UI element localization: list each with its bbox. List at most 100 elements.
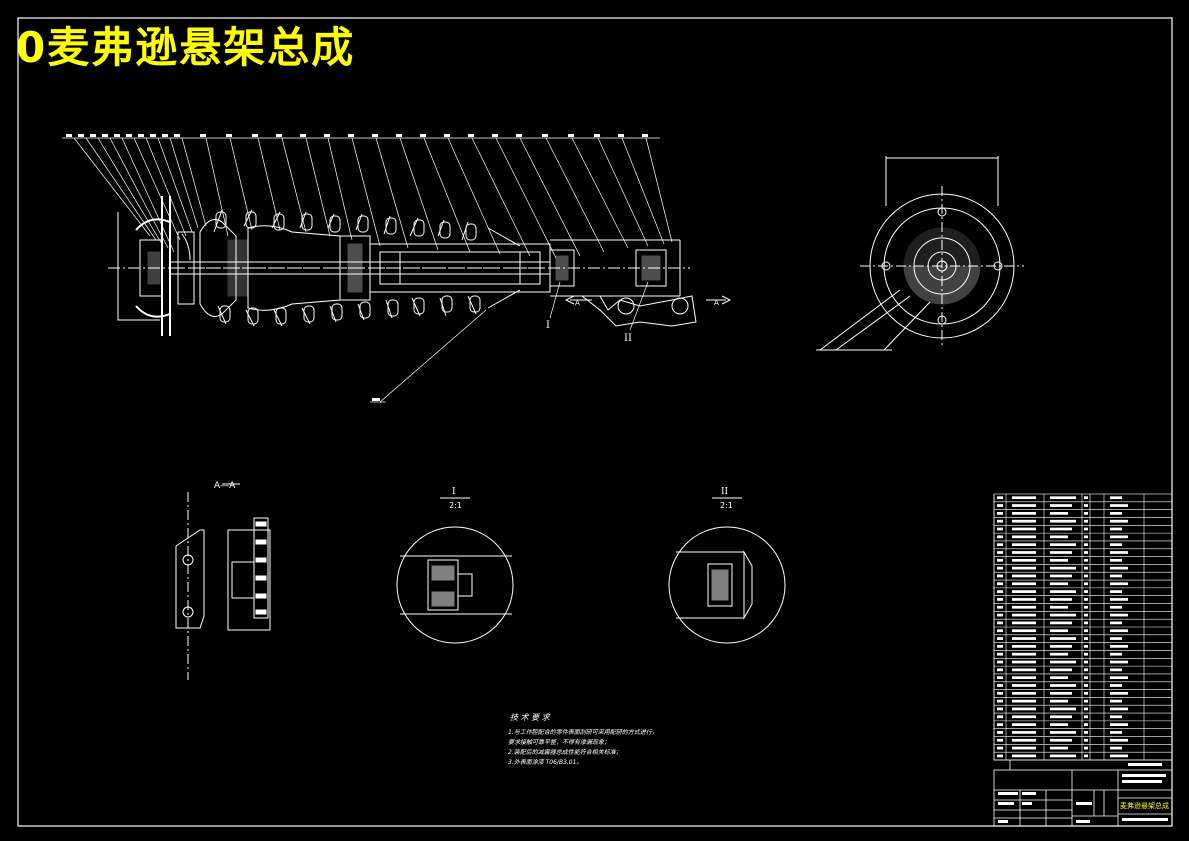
parts-list-mark: [1110, 754, 1128, 758]
parts-list-mark: [1050, 676, 1068, 680]
parts-list-mark: [1050, 566, 1076, 570]
parts-list-mark: [1050, 644, 1072, 648]
parts-list-mark: [1110, 621, 1122, 625]
parts-list-mark: [1084, 511, 1088, 515]
parts-list-mark: [1050, 684, 1076, 687]
parts-list-mark: [1012, 754, 1036, 758]
parts-list-mark: [1012, 731, 1036, 734]
parts-list-mark: [1110, 511, 1122, 515]
parts-list-mark: [997, 731, 1003, 734]
parts-list-mark: [997, 574, 1003, 578]
parts-list-mark: [1050, 582, 1068, 586]
parts-list-mark: [1012, 707, 1036, 711]
parts-list-mark: [1084, 746, 1088, 750]
parts-list-mark: [997, 660, 1003, 664]
parts-list-mark: [997, 582, 1003, 586]
parts-list-mark: [1012, 558, 1036, 562]
parts-list-mark: [1050, 527, 1072, 531]
parts-list-mark: [1084, 527, 1088, 531]
parts-list-mark: [1084, 676, 1088, 680]
detail-ii-label: II: [721, 487, 729, 497]
parts-list-mark: [1084, 543, 1088, 547]
parts-list-mark: [997, 511, 1003, 515]
parts-list-mark: [1012, 637, 1036, 640]
parts-list-mark: [1012, 496, 1036, 500]
parts-list-mark: [997, 746, 1003, 750]
parts-list-mark: [1050, 668, 1072, 672]
parts-list-mark: [1012, 668, 1036, 672]
parts-list-mark: [1110, 629, 1128, 633]
parts-list-mark: [1110, 676, 1128, 680]
parts-list-mark: [997, 535, 1003, 539]
section-a-a: [175, 483, 271, 680]
parts-list-mark: [1050, 707, 1076, 711]
parts-list-mark: [1050, 590, 1076, 593]
parts-list-mark: [1084, 629, 1088, 633]
parts-list-mark: [1110, 637, 1122, 640]
parts-list-mark: [1050, 731, 1076, 734]
leader-lines: [62, 137, 673, 403]
parts-list-mark: [1110, 723, 1128, 726]
parts-list-mark: [1084, 566, 1088, 570]
parts-list-mark: [1110, 496, 1122, 500]
drawing-name: 麦弗逊悬架总成: [1120, 801, 1169, 810]
parts-list-mark: [1012, 676, 1036, 680]
parts-list-mark: [1084, 731, 1088, 734]
parts-list-mark: [1084, 684, 1088, 687]
section-arrow-right: A: [714, 299, 719, 307]
parts-list-mark: [1084, 738, 1088, 742]
parts-list-mark: [1050, 605, 1068, 609]
detail-i-label: I: [452, 487, 456, 497]
parts-list-mark: [1050, 543, 1076, 547]
parts-list-mark: [1012, 644, 1036, 648]
parts-list-mark: [1084, 707, 1088, 711]
parts-list-mark: [997, 637, 1003, 640]
parts-list-mark: [997, 684, 1003, 687]
parts-list-mark: [1050, 723, 1068, 726]
parts-list-mark: [1110, 668, 1122, 672]
parts-list-mark: [997, 754, 1003, 758]
parts-list-mark: [997, 590, 1003, 593]
parts-list-mark: [997, 598, 1003, 601]
parts-list-mark: [1050, 551, 1072, 554]
parts-list-mark: [997, 613, 1003, 617]
parts-list-mark: [1012, 699, 1036, 703]
parts-list-mark: [1084, 723, 1088, 726]
parts-list-mark: [1084, 715, 1088, 719]
parts-list-mark: [997, 621, 1003, 625]
parts-list-mark: [1012, 723, 1036, 726]
parts-list-mark: [1110, 644, 1128, 648]
parts-list-mark: [1084, 699, 1088, 703]
title-block: [993, 759, 1173, 827]
parts-list-mark: [997, 519, 1003, 523]
parts-list-mark: [997, 644, 1003, 648]
parts-list-mark: [1084, 754, 1088, 758]
parts-list-mark: [1012, 574, 1036, 578]
parts-list-mark: [1050, 598, 1072, 601]
parts-list-mark: [997, 715, 1003, 719]
parts-list-mark: [997, 668, 1003, 672]
parts-list-mark: [1050, 738, 1072, 742]
parts-list-mark: [1050, 754, 1076, 758]
parts-list-mark: [1084, 613, 1088, 617]
parts-list-mark: [997, 496, 1003, 500]
parts-list-mark: [1050, 519, 1076, 523]
parts-list-mark: [1050, 535, 1068, 539]
parts-list-mark: [1084, 519, 1088, 523]
parts-list-mark: [1050, 660, 1076, 664]
parts-list-mark: [1084, 551, 1088, 554]
parts-list-mark: [1110, 598, 1128, 601]
parts-list-mark: [1110, 558, 1122, 562]
parts-list-mark: [1012, 613, 1036, 617]
parts-list-mark: [997, 551, 1003, 554]
parts-list-mark: [1012, 543, 1036, 547]
parts-list-mark: [1050, 691, 1072, 695]
parts-list-mark: [1012, 738, 1036, 742]
parts-list-mark: [1084, 668, 1088, 672]
callout-ii: II: [624, 333, 632, 344]
parts-list-mark: [1050, 621, 1072, 625]
parts-list-mark: [1084, 652, 1088, 656]
parts-list-mark: [997, 676, 1003, 680]
parts-list-mark: [1012, 691, 1036, 695]
